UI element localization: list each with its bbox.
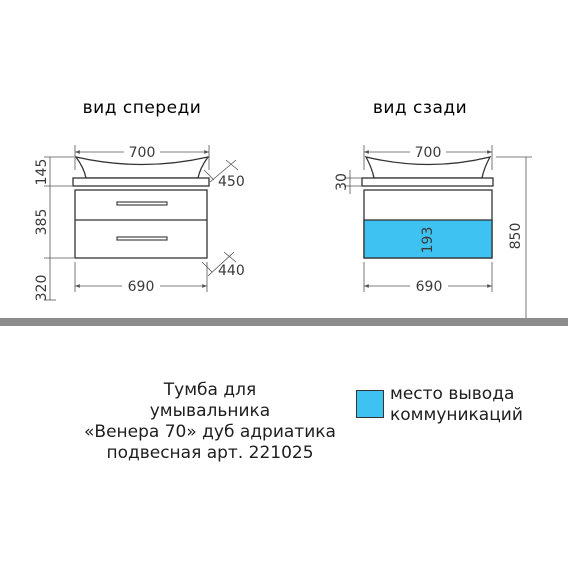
front-cabinet (74, 189, 208, 259)
legend-line-1: место вывода (390, 384, 515, 404)
caption-line-3: «Венера 70» дуб адриатика (84, 422, 336, 442)
front-basin (74, 155, 210, 179)
legend-line-2: коммуникаций (390, 405, 523, 425)
front-depth-top-line (209, 159, 237, 183)
back-view: вид сзади 193 700 690 30 850 (334, 98, 532, 318)
front-countertop (72, 177, 210, 187)
front-depth-bottom-line (207, 251, 235, 277)
front-depth-top: 450 (218, 174, 245, 190)
communications-zone (363, 219, 493, 259)
front-view: вид спереди 700 690 145 385 320 (34, 98, 245, 301)
product-caption: Тумба для умывальника «Венера 70» дуб ад… (60, 380, 360, 464)
back-view-title: вид сзади (373, 98, 467, 118)
front-depth-bottom: 440 (218, 263, 245, 279)
back-bottom-width: 690 (416, 279, 443, 295)
back-zone-height: 193 (420, 227, 436, 254)
caption-line-2: умывальника (149, 401, 271, 421)
back-basin (364, 156, 492, 179)
caption-line-1: Тумба для (163, 380, 257, 400)
front-cabinet-height: 385 (34, 209, 50, 236)
front-handle-top (116, 201, 168, 206)
back-top-width: 700 (415, 145, 442, 161)
back-countertop (361, 177, 494, 187)
front-bottom-width: 690 (128, 279, 155, 295)
front-handle-bottom (116, 236, 168, 241)
front-basin-height: 145 (34, 159, 50, 186)
caption-line-4: подвесная арт. 221025 (106, 443, 314, 463)
legend-swatch (356, 390, 384, 418)
front-top-width: 700 (129, 145, 156, 161)
front-view-title: вид спереди (83, 98, 202, 118)
floor-line (0, 318, 568, 326)
legend-text: место вывода коммуникаций (390, 384, 523, 426)
back-offset: 30 (334, 173, 350, 191)
legend: место вывода коммуникаций (356, 384, 523, 426)
front-mount-height: 320 (34, 275, 50, 302)
back-total-height: 850 (508, 223, 524, 250)
